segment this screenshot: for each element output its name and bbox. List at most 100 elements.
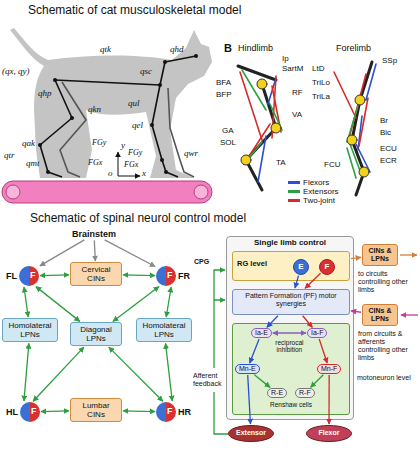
- connector: [123, 274, 155, 276]
- joint-dots: [163, 60, 167, 64]
- muscle-label: SartM: [282, 64, 303, 73]
- connector: [33, 347, 84, 401]
- node-text: CINs & LPNs: [366, 247, 394, 263]
- panel-label: B: [224, 42, 232, 55]
- connector: [41, 410, 69, 412]
- flexor-half: [29, 266, 39, 286]
- joint-circles: [241, 79, 369, 177]
- node-text: Diagonal LPNs: [74, 325, 118, 343]
- node-text: Ia-F: [311, 329, 323, 337]
- joint-angle-label: FGx: [88, 158, 102, 167]
- joint-dots: [194, 54, 198, 58]
- node-text: HR: [178, 407, 191, 417]
- annotation: CPG: [194, 258, 209, 266]
- panel-label: Hindlimb: [238, 43, 273, 53]
- lpn-box: Homolateral LPNs: [136, 318, 192, 342]
- connector: [273, 332, 306, 333]
- annotation: Afferent feedback: [193, 372, 225, 388]
- interneuron-cell: Ia-E: [251, 328, 272, 338]
- connector: [166, 287, 171, 317]
- connector: [109, 347, 163, 401]
- connector-label: reciprocal inhibition: [266, 339, 312, 353]
- joint-angle-label: qhp: [38, 88, 52, 98]
- joint-angle-label: x: [142, 168, 146, 178]
- joint-dots: [160, 158, 164, 162]
- joint-dots: [158, 83, 162, 87]
- treadmill-roller: [194, 185, 208, 199]
- signal-arrows: [401, 314, 418, 315]
- pattern-formation-box: Pattern Formation (PF) motor synergies: [232, 289, 350, 315]
- legend-row: Flexors: [288, 178, 339, 187]
- flexor-half: [166, 266, 176, 286]
- node-text: Mn-E: [239, 365, 256, 373]
- flexor-half: [30, 402, 40, 422]
- half-center-circle: F: [319, 259, 335, 275]
- limb-cpg-circle: HLF: [6, 402, 40, 422]
- connector: [36, 287, 80, 322]
- treadmill-roller: [6, 185, 20, 199]
- connector: [94, 240, 95, 261]
- muscle-outline: [307, 426, 352, 442]
- renshaw-cell: R-E: [267, 388, 287, 398]
- node-text: Ia-E: [255, 329, 268, 337]
- joint-angle-label: qtk: [100, 44, 111, 54]
- node-text: R-F: [299, 389, 311, 397]
- limb-muscle-model: [238, 62, 376, 195]
- renshaw-cell: R-F: [295, 388, 315, 398]
- node-text: motoneuron level: [357, 374, 415, 382]
- connector: [113, 287, 159, 322]
- rg-level-box: RG levelEF: [232, 251, 350, 281]
- muscle-ellipse: Extensor: [228, 425, 274, 442]
- joint-circles: [347, 135, 357, 145]
- far-forelimb: [168, 88, 194, 177]
- muscle-ellipse: Flexor: [306, 425, 352, 442]
- joint-circles: [271, 123, 281, 133]
- muscle-label: TriLa: [312, 92, 330, 101]
- muscle-label: TriLo: [312, 78, 330, 87]
- muscle-label: GA: [222, 126, 234, 135]
- connector: [24, 343, 29, 401]
- muscle-lines: [240, 64, 376, 182]
- joint-angle-label: FGy: [128, 148, 142, 157]
- joint-circles: [359, 167, 369, 177]
- muscle-label: Ip: [282, 54, 289, 63]
- muscle-lines: [348, 74, 366, 142]
- legend-text: Extensors: [303, 187, 339, 196]
- muscle-label: Br: [380, 116, 388, 125]
- joint-dots: [53, 78, 57, 82]
- node-text: HL: [6, 407, 18, 417]
- muscle-label: ECU: [380, 144, 397, 153]
- far-hindlimb: [60, 82, 86, 177]
- cpg-circle: F: [19, 266, 39, 286]
- node-text: Homolateral LPNs: [140, 321, 188, 339]
- limb-cpg-circle: HRF: [156, 402, 191, 422]
- cat-figure: [2, 28, 212, 203]
- cin-box: Cervical CINs: [70, 262, 122, 286]
- muscle-lines: [366, 64, 376, 100]
- joint-angle-label: qtr: [4, 150, 15, 160]
- node-text: F: [167, 270, 173, 280]
- joint-angle-label: qak: [22, 138, 35, 148]
- joint-dots: [46, 170, 50, 174]
- interneuron-cell: Ia-F: [307, 328, 327, 338]
- joint-angle-label: qkn: [88, 104, 101, 114]
- legend-text: Two-joint: [303, 196, 335, 205]
- flexor-half: [166, 402, 176, 422]
- extensor-half: [19, 266, 29, 286]
- connector: [123, 410, 155, 412]
- node-text: FL: [6, 271, 17, 281]
- muscle-label: SSp: [382, 56, 397, 65]
- muscle-label: RF: [292, 88, 303, 97]
- joint-angle-label: qsc: [140, 66, 152, 76]
- legend-row: Extensors: [288, 187, 339, 196]
- signal-arrows: [214, 300, 225, 368]
- bones: [360, 62, 372, 100]
- muscle-label: LtD: [312, 64, 324, 73]
- cpg-circle: F: [156, 266, 176, 286]
- node-text: Brainstem: [72, 229, 116, 239]
- legend-text: Flexors: [303, 178, 329, 187]
- muscle-lines: [347, 148, 356, 178]
- node-text: Pattern Formation (PF) motor synergies: [245, 292, 337, 308]
- joint-dots: [164, 170, 168, 174]
- brainstem-node: Brainstem: [72, 229, 116, 239]
